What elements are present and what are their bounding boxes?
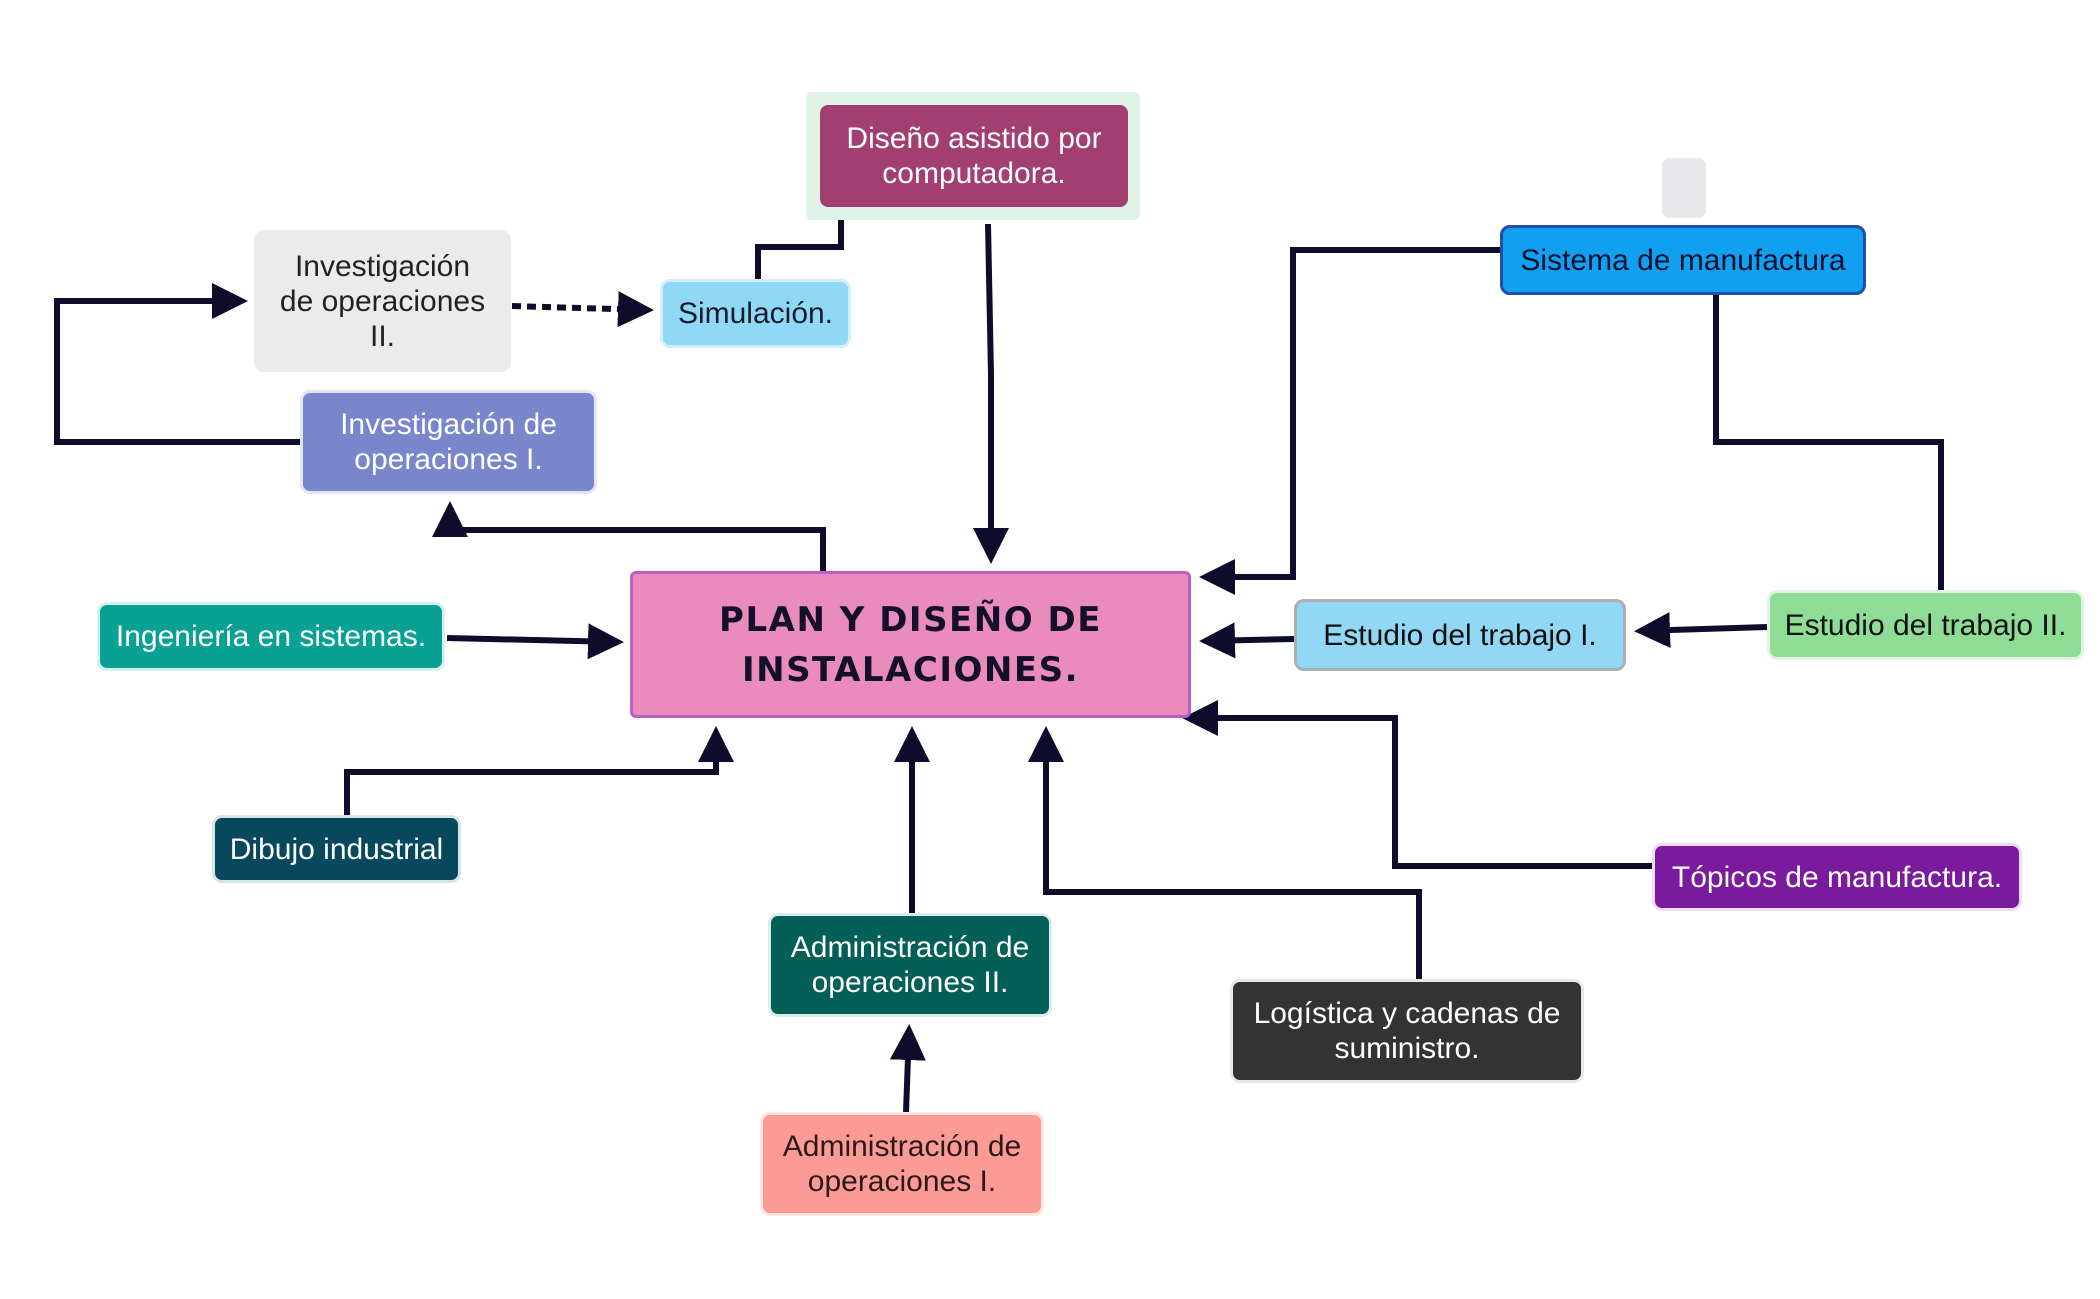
edge-cad-to-central (973, 223, 1009, 564)
edge-dibujo-to-central (344, 726, 734, 815)
node-estudio-trabajo-2[interactable]: Estudio del trabajo II. (1767, 590, 2084, 660)
node-ingenieria-label: Ingeniería en sistemas. (115, 620, 427, 653)
edge-logistica-to-central (1028, 726, 1422, 979)
edge-ao1-to-ao2 (889, 1024, 926, 1113)
edge-manufactura-to-estudio2 (1713, 295, 1944, 590)
node-investigacion-operaciones-2[interactable]: Investigación de operaciones II. (254, 230, 511, 372)
node-simulacion-label: Simulación. (677, 297, 834, 330)
node-dibujo-label: Dibujo industrial (229, 832, 444, 866)
node-ao1-label: Administración de operaciones I. (782, 1130, 1022, 1198)
node-investigacion-operaciones-1[interactable]: Investigación de operaciones I. (300, 390, 597, 494)
node-dibujo-industrial[interactable]: Dibujo industrial (212, 815, 461, 883)
edge-manufactura-to-central (1199, 247, 1500, 595)
node-cad-label: Diseño asistido por computadora. (846, 122, 1102, 190)
blank-placeholder (1662, 158, 1706, 218)
edge-ingenieria-to-central (446, 623, 624, 660)
node-estudio1-label: Estudio del trabajo I. (1323, 618, 1597, 652)
node-topicos-label: Tópicos de manufactura. (1671, 860, 2003, 894)
node-administracion-operaciones-1[interactable]: Administración de operaciones I. (760, 1112, 1044, 1216)
node-simulacion[interactable]: Simulación. (660, 279, 851, 348)
edge-topicos-to-central (1182, 700, 1652, 869)
node-ingenieria-sistemas[interactable]: Ingeniería en sistemas. (97, 602, 445, 671)
node-sistema-manufactura[interactable]: Sistema de manufactura (1500, 225, 1866, 295)
node-io2-label: Investigación de operaciones II. (279, 249, 486, 353)
edge-cad-to-simulacion (755, 207, 844, 279)
node-manufactura-label: Sistema de manufactura (1520, 243, 1846, 277)
central-topic-node[interactable]: PLAN Y DISEÑO DE INSTALACIONES. (630, 571, 1191, 718)
node-estudio2-label: Estudio del trabajo II. (1784, 608, 2067, 642)
node-cad[interactable]: Diseño asistido por computadora. (820, 105, 1128, 207)
node-estudio-trabajo-1[interactable]: Estudio del trabajo I. (1294, 599, 1626, 671)
node-logistica[interactable]: Logística y cadenas de suministro. (1230, 979, 1584, 1083)
node-administracion-operaciones-2[interactable]: Administración de operaciones II. (768, 913, 1052, 1017)
edge-estudio1-to-central (1199, 622, 1295, 659)
node-ao2-label: Administración de operaciones II. (790, 931, 1030, 999)
edge-central-to-io1 (432, 501, 826, 571)
edge-estudio2-to-estudio1 (1634, 612, 1768, 649)
edge-io1-to-io2 (54, 283, 300, 445)
edge-io2-to-simulacion (511, 291, 654, 328)
node-topicos-manufactura[interactable]: Tópicos de manufactura. (1652, 843, 2022, 911)
central-topic-label: PLAN Y DISEÑO DE INSTALACIONES. (719, 599, 1102, 690)
node-logistica-label: Logística y cadenas de suministro. (1253, 997, 1561, 1065)
node-io1-label: Investigación de operaciones I. (340, 408, 557, 476)
